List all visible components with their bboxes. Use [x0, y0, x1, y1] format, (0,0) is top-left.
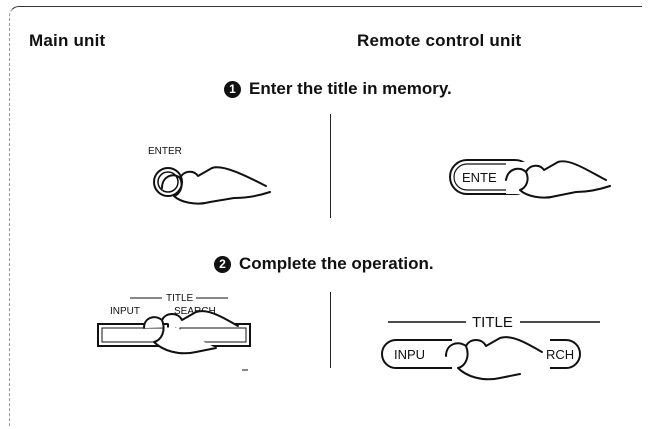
pointing-hand-icon [143, 310, 239, 355]
main-enter-illustration: ENTER [148, 146, 271, 205]
remote-input-label: INPU [394, 347, 425, 362]
step-1-text: Enter the title in memory. [249, 79, 452, 98]
main-title-label: TITLE [166, 293, 194, 304]
step-2-number: 2 [214, 255, 231, 273]
main-title-illustration: TITLE INPUT SEARCH [97, 293, 251, 371]
main-input-label: INPUT [110, 306, 140, 317]
remote-title-label: TITLE [472, 314, 513, 331]
main-search-label: SEARCH [174, 306, 216, 317]
remote-unit-heading: Remote control unit [357, 31, 522, 50]
remote-title-illustration: TITLE INPU RCH [381, 314, 600, 382]
remote-enter-label: ENTE [462, 170, 497, 185]
step-1: 1 Enter the title in memory. [224, 79, 452, 99]
step-2-text: Complete the operation. [239, 254, 434, 273]
main-unit-heading: Main unit [29, 31, 106, 50]
pointing-hand-icon [161, 166, 271, 205]
step-1-number: 1 [224, 80, 241, 98]
divider-step-2 [330, 292, 331, 368]
divider-step-1 [330, 114, 331, 218]
pointing-hand-icon [505, 160, 611, 199]
page-frame [9, 6, 642, 426]
step-2: 2 Complete the operation. [214, 254, 434, 274]
main-enter-label: ENTER [148, 146, 182, 157]
remote-enter-illustration: ENTE [449, 159, 611, 199]
pointing-hand-icon [445, 336, 543, 381]
remote-search-label: RCH [546, 347, 574, 362]
main-enter-button[interactable] [153, 167, 183, 197]
